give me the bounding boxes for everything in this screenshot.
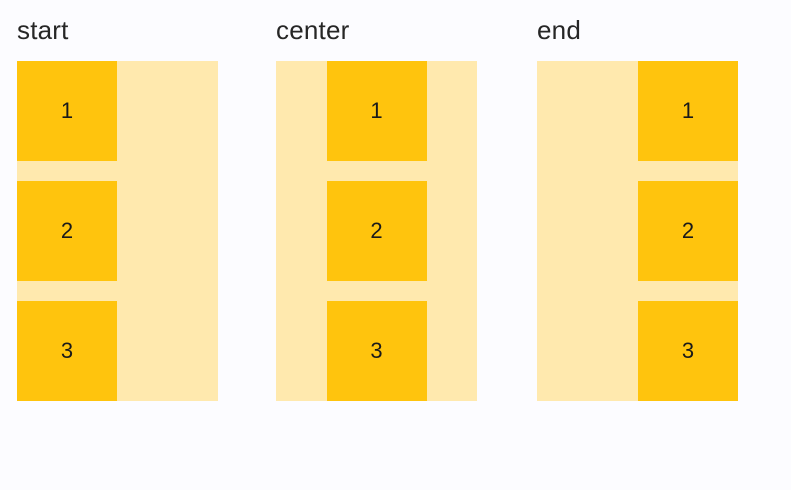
flex-item-label: 2: [370, 218, 383, 243]
flex-item-label: 3: [681, 338, 695, 363]
flex-container-start: 1 2 3: [17, 61, 218, 401]
demo-label-end: end: [537, 15, 581, 45]
flex-item: 1: [17, 61, 117, 161]
demo-column-end: end 1 2 3: [537, 12, 738, 401]
demo-column-center: center 1 2 3: [276, 12, 477, 401]
flex-item: 1: [638, 61, 738, 161]
flex-item-label: 1: [60, 98, 74, 123]
flex-item: 2: [17, 181, 117, 281]
flex-item: 2: [638, 181, 738, 281]
flex-item-label: 2: [681, 218, 695, 243]
demo-label-start: start: [17, 15, 69, 45]
demo-label-center: center: [276, 15, 350, 45]
flex-item-label: 1: [370, 98, 383, 123]
flex-item: 3: [638, 301, 738, 401]
flex-container-end: 1 2 3: [537, 61, 738, 401]
flex-item: 3: [17, 301, 117, 401]
flex-item-label: 3: [370, 338, 383, 363]
flex-item: 2: [326, 181, 427, 281]
flex-item-label: 1: [681, 98, 695, 123]
flex-item: 3: [326, 301, 427, 401]
flex-item: 1: [326, 61, 427, 161]
demo-column-start: start 1 2 3: [17, 12, 218, 401]
flex-item-label: 3: [60, 338, 74, 363]
flex-container-center: 1 2 3: [276, 61, 477, 401]
flex-item-label: 2: [60, 218, 74, 243]
